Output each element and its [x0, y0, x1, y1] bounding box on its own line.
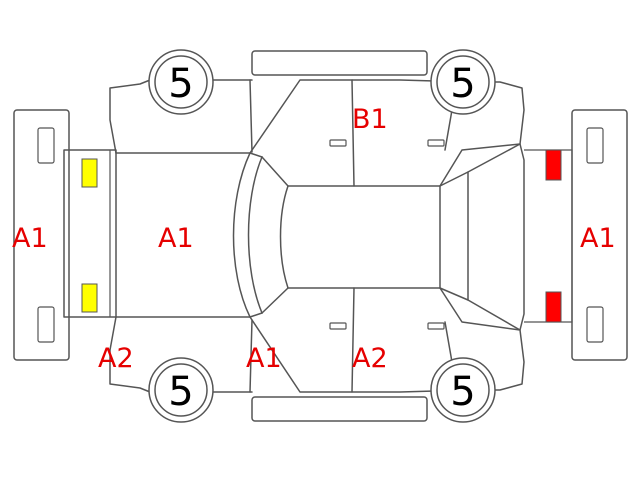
front-bumper [13, 109, 70, 361]
wheel-rear-bottom: 5 [430, 357, 496, 423]
wheel-front-bottom: 5 [148, 357, 214, 423]
headlight-bottom-marker [81, 283, 98, 313]
taillight-top-marker [545, 149, 562, 181]
car-body [63, 79, 573, 393]
label-rear-bumper: A1 [580, 223, 616, 254]
headlight-top-marker [81, 158, 98, 188]
label-hood: A1 [158, 223, 194, 254]
wheel-rear-top: 5 [430, 49, 496, 115]
wheel-front-top: 5 [148, 49, 214, 115]
label-front-bumper: A1 [12, 223, 48, 254]
label-roof-door-top: B1 [352, 104, 388, 135]
wheel-front-top-count: 5 [168, 61, 193, 107]
wheel-rear-bottom-count: 5 [450, 369, 475, 415]
wheel-rear-top-count: 5 [450, 61, 475, 107]
label-rear-door-bottom: A2 [352, 343, 388, 374]
taillight-bottom-marker [545, 291, 562, 323]
roof-side-top [251, 50, 428, 76]
label-front-door-bottom: A1 [246, 343, 282, 374]
roof-side-bottom [251, 396, 428, 422]
label-front-fender-bottom: A2 [98, 343, 134, 374]
wheel-front-bottom-count: 5 [168, 369, 193, 415]
